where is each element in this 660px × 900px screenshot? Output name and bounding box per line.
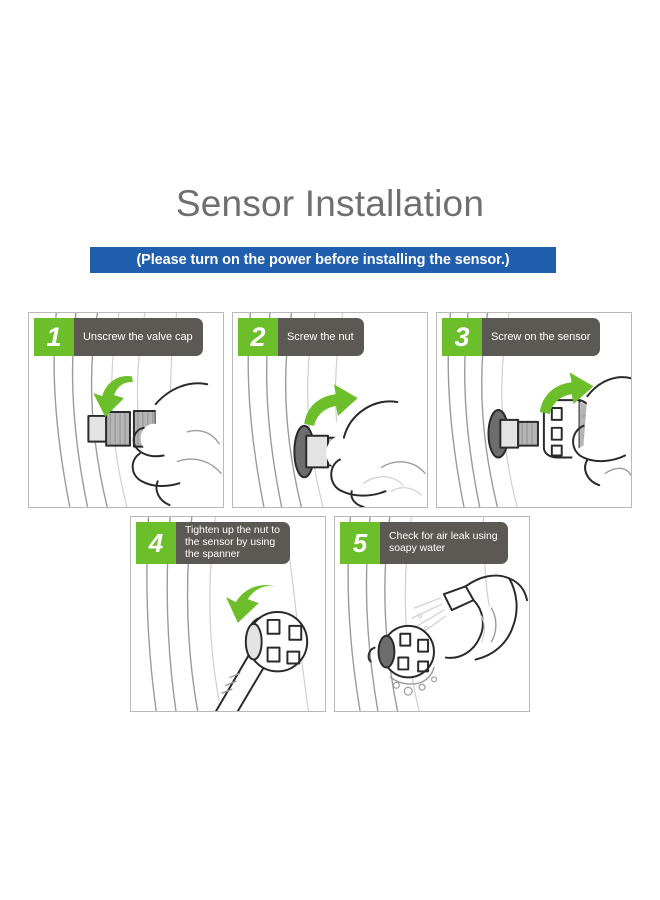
valve-nut-icon	[487, 409, 539, 459]
step-text-3: Screw on the sensor	[482, 318, 601, 356]
soap-foam-icon	[389, 666, 437, 696]
step-panel-4: 4 Tighten up the nut to the sensor by us…	[130, 516, 326, 712]
step-panel-5: 5 Check for air leak using soapy water	[334, 516, 530, 712]
step-text-1: Unscrew the valve cap	[74, 318, 203, 356]
curved-arrow-down-left-icon	[226, 585, 276, 623]
step-text-2: Screw the nut	[278, 318, 364, 356]
steps-row-top: 1 Unscrew the valve cap	[0, 312, 660, 508]
step-text-4: Tighten up the nut to the sensor by usin…	[176, 522, 290, 564]
power-notice-text: (Please turn on the power before install…	[136, 252, 510, 268]
hand-icon	[571, 376, 631, 507]
curved-arrow-down-icon	[93, 376, 133, 417]
step-text-5: Check for air leak using soapy water	[380, 522, 508, 564]
step-label-1: 1 Unscrew the valve cap	[34, 318, 203, 356]
sensor-icon	[244, 611, 309, 673]
hand-screwing-nut-icon	[247, 313, 427, 507]
step-number-1: 1	[34, 318, 74, 356]
step-number-2: 2	[238, 318, 278, 356]
step-number-4: 4	[136, 522, 176, 564]
step-label-4: 4 Tighten up the nut to the sensor by us…	[136, 522, 290, 564]
page-title: Sensor Installation	[175, 183, 485, 224]
spray-mist-icon	[411, 597, 447, 637]
step-panel-1: 1 Unscrew the valve cap	[28, 312, 224, 508]
step-label-5: 5 Check for air leak using soapy water	[340, 522, 508, 564]
spray-bottle-icon	[442, 574, 529, 661]
curved-arrow-up-right-icon	[304, 384, 358, 426]
step-number-3: 3	[442, 318, 482, 356]
sensor-icon	[367, 624, 435, 679]
power-notice-banner: (Please turn on the power before install…	[90, 247, 556, 273]
step-number-5: 5	[340, 522, 380, 564]
step-label-3: 3 Screw on the sensor	[442, 318, 601, 356]
step-label-2: 2 Screw the nut	[238, 318, 364, 356]
valve-stem-icon	[87, 410, 131, 447]
hand-icon	[131, 382, 223, 507]
steps-row-bottom: 4 Tighten up the nut to the sensor by us…	[0, 516, 660, 712]
hand-icon	[326, 387, 427, 507]
hand-screwing-sensor-icon	[447, 313, 631, 507]
step-panel-3: 3 Screw on the sensor	[436, 312, 632, 508]
spray-bottle-soapy-water-icon	[347, 517, 529, 711]
step-panel-2: 2 Screw the nut	[232, 312, 428, 508]
curved-arrow-up-right-icon	[539, 372, 594, 414]
steps-container: 1 Unscrew the valve cap	[0, 312, 660, 712]
